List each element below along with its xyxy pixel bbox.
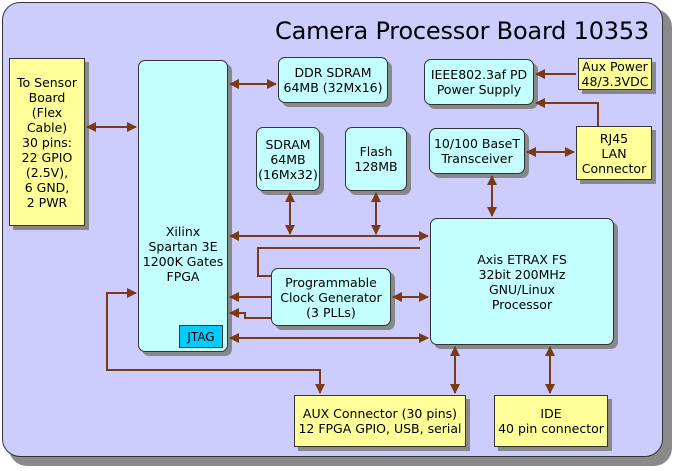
processor-label: Axis ETRAX FS 32bit 200MHz GNU/Linux Pro… [477,251,567,312]
ide-connector: IDE 40 pin connector [494,395,608,447]
rj45-connector: RJ45 LAN Connector [576,126,652,180]
sdram-label: SDRAM 64MB (16Mx32) [258,136,318,182]
fpga-label: Xilinx Spartan 3E 1200K Gates FPGA [142,224,224,284]
wire-clock-fpga-lower [229,308,271,319]
aux-connector-label: AUX Connector (30 pins) 12 FPGA GPIO, US… [298,406,462,436]
aux-connector: AUX Connector (30 pins) 12 FPGA GPIO, US… [294,395,466,447]
diagram-title: Camera Processor Board 10353 [275,17,649,45]
sensor-board-label: To Sensor Board (Flex Cable) 30 pins: 22… [17,74,77,210]
flash-label: Flash 128MB [354,144,398,174]
poe-power-supply-block: IEEE802.3af PD Power Supply [424,59,534,105]
ddr-sdram-block: DDR SDRAM 64MB (32Mx16) [278,57,388,103]
sensor-board-connector: To Sensor Board (Flex Cable) 30 pins: 22… [9,58,85,226]
sdram-block: SDRAM 64MB (16Mx32) [256,127,320,191]
ddr-sdram-label: DDR SDRAM 64MB (32Mx16) [283,65,383,95]
aux-power-connector: Aux Power 48/3.3VDC [578,58,652,90]
processor-block: Axis ETRAX FS 32bit 200MHz GNU/Linux Pro… [430,218,614,345]
rj45-label: RJ45 LAN Connector [581,130,647,176]
wire-fpga-aux-connector [106,288,325,394]
wire-bus-clock-loop [257,247,420,277]
ethernet-transceiver-label: 10/100 BaseT Transceiver [433,136,521,166]
ide-connector-label: IDE 40 pin connector [498,406,604,436]
flash-block: Flash 128MB [345,127,407,191]
aux-power-label: Aux Power 48/3.3VDC [581,59,649,89]
wire-rj45-poe [535,98,599,126]
poe-power-supply-label: IEEE802.3af PD Power Supply [430,67,528,97]
clock-generator-block: Programmable Clock Generator (3 PLLs) [271,268,391,326]
ethernet-transceiver-block: 10/100 BaseT Transceiver [429,128,525,174]
